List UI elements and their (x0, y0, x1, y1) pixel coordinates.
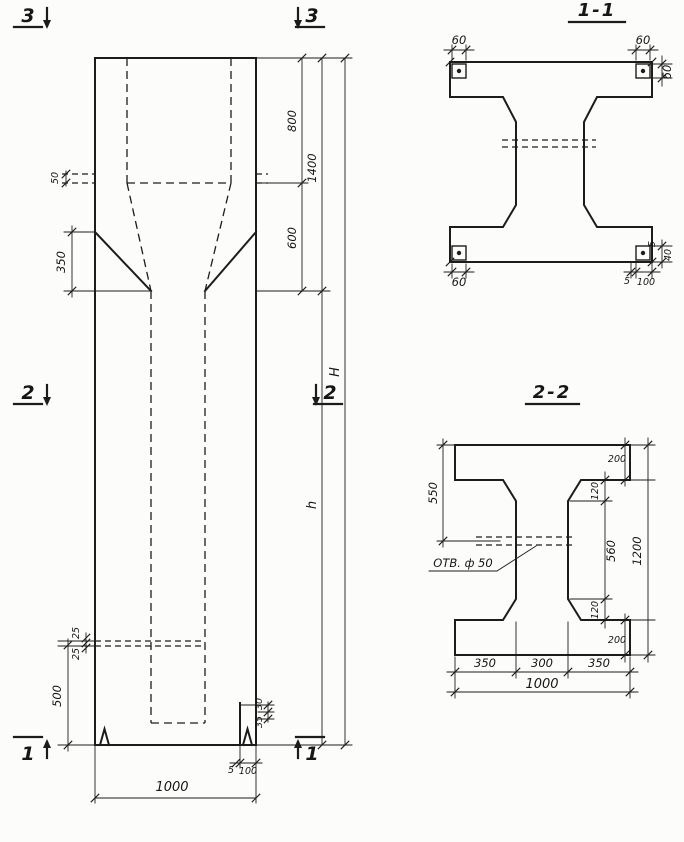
elevation-dimension-lines (57, 53, 353, 804)
hole-callout: ОТВ. ф 50 (428, 545, 537, 572)
dim-label-60-bottom-left: 60 (452, 275, 467, 289)
dim-label-40-right: 40 (663, 249, 674, 261)
elevation-view: 3 3 2 2 1 1 50 350 800 600 1400 h H 500 … (12, 5, 353, 804)
dim-label-25-b: 25 (71, 648, 82, 660)
dim-label-35: 35 (254, 716, 265, 728)
dim-label-600: 600 (285, 227, 299, 249)
section-cut-markers: 3 3 2 2 1 1 (12, 5, 344, 765)
dim-label-60-right: 60 (660, 65, 674, 80)
cut-label-2-left: 2 (21, 382, 34, 404)
cut-label-2-right: 2 (323, 382, 336, 404)
section-1-1-view: 1-1 (443, 0, 674, 289)
dim-label-100-bottom: 100 (637, 277, 655, 288)
dim-label-60-top-right: 60 (636, 33, 651, 47)
dim-label-100: 100 (239, 766, 257, 777)
dim-label-1400: 1400 (305, 153, 319, 182)
section-1-1-outline (449, 61, 653, 263)
cut-label-1-right: 1 (305, 743, 318, 765)
dim-label-5-right: 5 (647, 241, 658, 247)
dim-label-800: 800 (285, 110, 299, 132)
dim-label-120-bottom: 120 (590, 601, 601, 619)
embedded-corner-plates (451, 63, 651, 261)
dim-label-300: 300 (531, 656, 553, 670)
section-2-2-hole-lines (476, 536, 572, 546)
dim-label-560: 560 (604, 540, 618, 562)
dim-label-120-top: 120 (590, 482, 601, 500)
dim-label-50: 50 (50, 172, 61, 184)
section-2-2-dimension-labels: 550 120 560 120 200 200 1200 350 300 350… (426, 454, 644, 692)
dim-label-h: h (305, 501, 320, 509)
hole-diameter-label: ОТВ. ф 50 (433, 556, 492, 570)
cut-label-3-left: 3 (21, 5, 34, 27)
section-1-1-dimension-labels: 60 60 60 60 5 100 5 40 (452, 33, 674, 289)
elevation-dimension-labels: 50 350 800 600 1400 h H 500 25 25 30 35 … (50, 110, 343, 795)
dim-label-H: H (328, 367, 343, 377)
column-hidden-lines (62, 58, 268, 724)
section-2-2-dimension-lines (436, 437, 656, 699)
dim-label-5: 5 (228, 765, 234, 776)
section-1-1-dimension-lines (443, 44, 673, 279)
dim-label-30: 30 (254, 698, 265, 710)
cut-label-3-right: 3 (305, 5, 318, 27)
section-2-2-title: 2-2 (533, 382, 572, 403)
dim-label-25-a: 25 (71, 627, 82, 639)
column-outline (93, 57, 258, 747)
dim-label-500: 500 (50, 685, 64, 707)
dim-label-550: 550 (426, 482, 440, 504)
cut-label-1-left: 1 (21, 743, 34, 765)
section-1-1-hidden-hole-lines (502, 139, 596, 148)
section-2-2-view: 2-2 ОТВ. ф 50 (426, 382, 656, 699)
dim-label-350-left: 350 (474, 656, 496, 670)
section-1-1-title: 1-1 (578, 0, 617, 21)
dim-label-350-right: 350 (588, 656, 610, 670)
dim-label-1200: 1200 (630, 536, 644, 565)
dim-label-350: 350 (54, 251, 68, 273)
dim-label-1000-bottom: 1000 (525, 677, 558, 692)
dim-label-200-bottom: 200 (608, 635, 626, 646)
dim-label-5-bottom: 5 (624, 276, 630, 287)
dim-label-1000: 1000 (155, 780, 188, 795)
dim-label-200-top: 200 (608, 454, 626, 465)
dim-label-60-top-left: 60 (452, 33, 467, 47)
